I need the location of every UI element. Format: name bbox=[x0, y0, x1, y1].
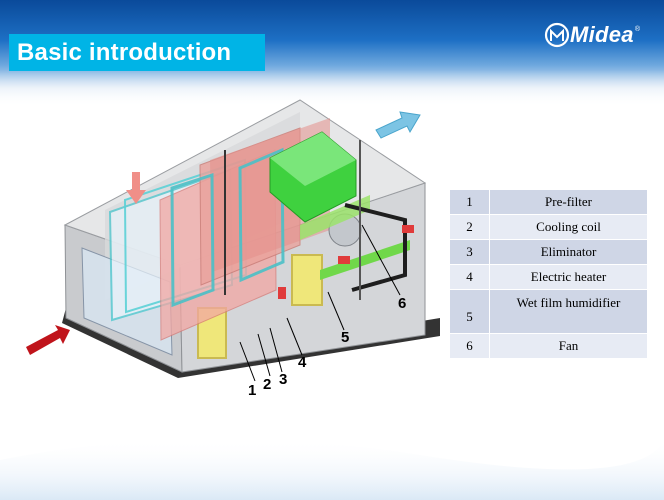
table-row: 3 Eliminator bbox=[449, 239, 648, 265]
leader-line-4 bbox=[286, 317, 303, 356]
callout-1: 1 bbox=[248, 382, 256, 399]
fan-housing-top bbox=[270, 132, 356, 186]
supply-air-in-arrow bbox=[26, 325, 70, 355]
table-row: 5 Wet film humidifier bbox=[449, 289, 648, 334]
fresh-air-down-arrow bbox=[126, 172, 146, 204]
leader-line-6 bbox=[361, 224, 401, 296]
callout-3: 3 bbox=[279, 371, 287, 388]
component-name: Cooling coil bbox=[489, 214, 648, 240]
coil-frame bbox=[170, 172, 215, 308]
callout-6: 6 bbox=[398, 295, 406, 312]
title-bar: Basic introduction bbox=[9, 34, 265, 71]
leader-line-1 bbox=[239, 341, 256, 382]
component-number: 1 bbox=[449, 189, 490, 215]
table-row: 2 Cooling coil bbox=[449, 214, 648, 240]
page-title: Basic introduction bbox=[17, 38, 232, 66]
humidifier-rail bbox=[320, 240, 410, 280]
leader-line-3 bbox=[269, 327, 283, 373]
callout-2: 2 bbox=[263, 376, 271, 393]
component-name: Pre-filter bbox=[489, 189, 648, 215]
component-name: Electric heater bbox=[489, 264, 648, 290]
component-name: Fan bbox=[489, 333, 648, 359]
logo-text: Midea bbox=[569, 22, 634, 47]
ahu-diagram: 1 2 3 4 5 6 bbox=[26, 99, 440, 399]
exhaust-air-out-arrow bbox=[375, 111, 421, 139]
logo-registered-mark: ® bbox=[634, 25, 640, 33]
leader-line-5 bbox=[327, 291, 345, 331]
component-table: 1 Pre-filter 2 Cooling coil 3 Eliminator… bbox=[449, 189, 648, 359]
component-number: 2 bbox=[449, 214, 490, 240]
component-number: 3 bbox=[449, 239, 490, 265]
component-number: 4 bbox=[449, 264, 490, 290]
table-row: 1 Pre-filter bbox=[449, 189, 648, 215]
component-number: 6 bbox=[449, 333, 490, 359]
eliminator-frame bbox=[238, 147, 285, 283]
logo-swirl-icon bbox=[544, 22, 570, 48]
component-name: Eliminator bbox=[489, 239, 648, 265]
header-sheen bbox=[0, 70, 664, 110]
component-number: 5 bbox=[449, 289, 490, 334]
fan-access-door bbox=[291, 254, 323, 306]
table-row: 6 Fan bbox=[449, 333, 648, 359]
table-row: 4 Electric heater bbox=[449, 264, 648, 290]
valve-3 bbox=[278, 287, 286, 299]
valve-2 bbox=[402, 225, 414, 233]
valve-1 bbox=[338, 256, 350, 264]
callout-4: 4 bbox=[298, 354, 307, 371]
component-name: Wet film humidifier bbox=[489, 289, 648, 334]
brand-logo: Midea ® bbox=[544, 22, 640, 48]
callout-5: 5 bbox=[341, 329, 349, 346]
footer-wave bbox=[0, 438, 664, 500]
fan-support-frame bbox=[344, 203, 407, 292]
leader-line-2 bbox=[257, 333, 271, 377]
